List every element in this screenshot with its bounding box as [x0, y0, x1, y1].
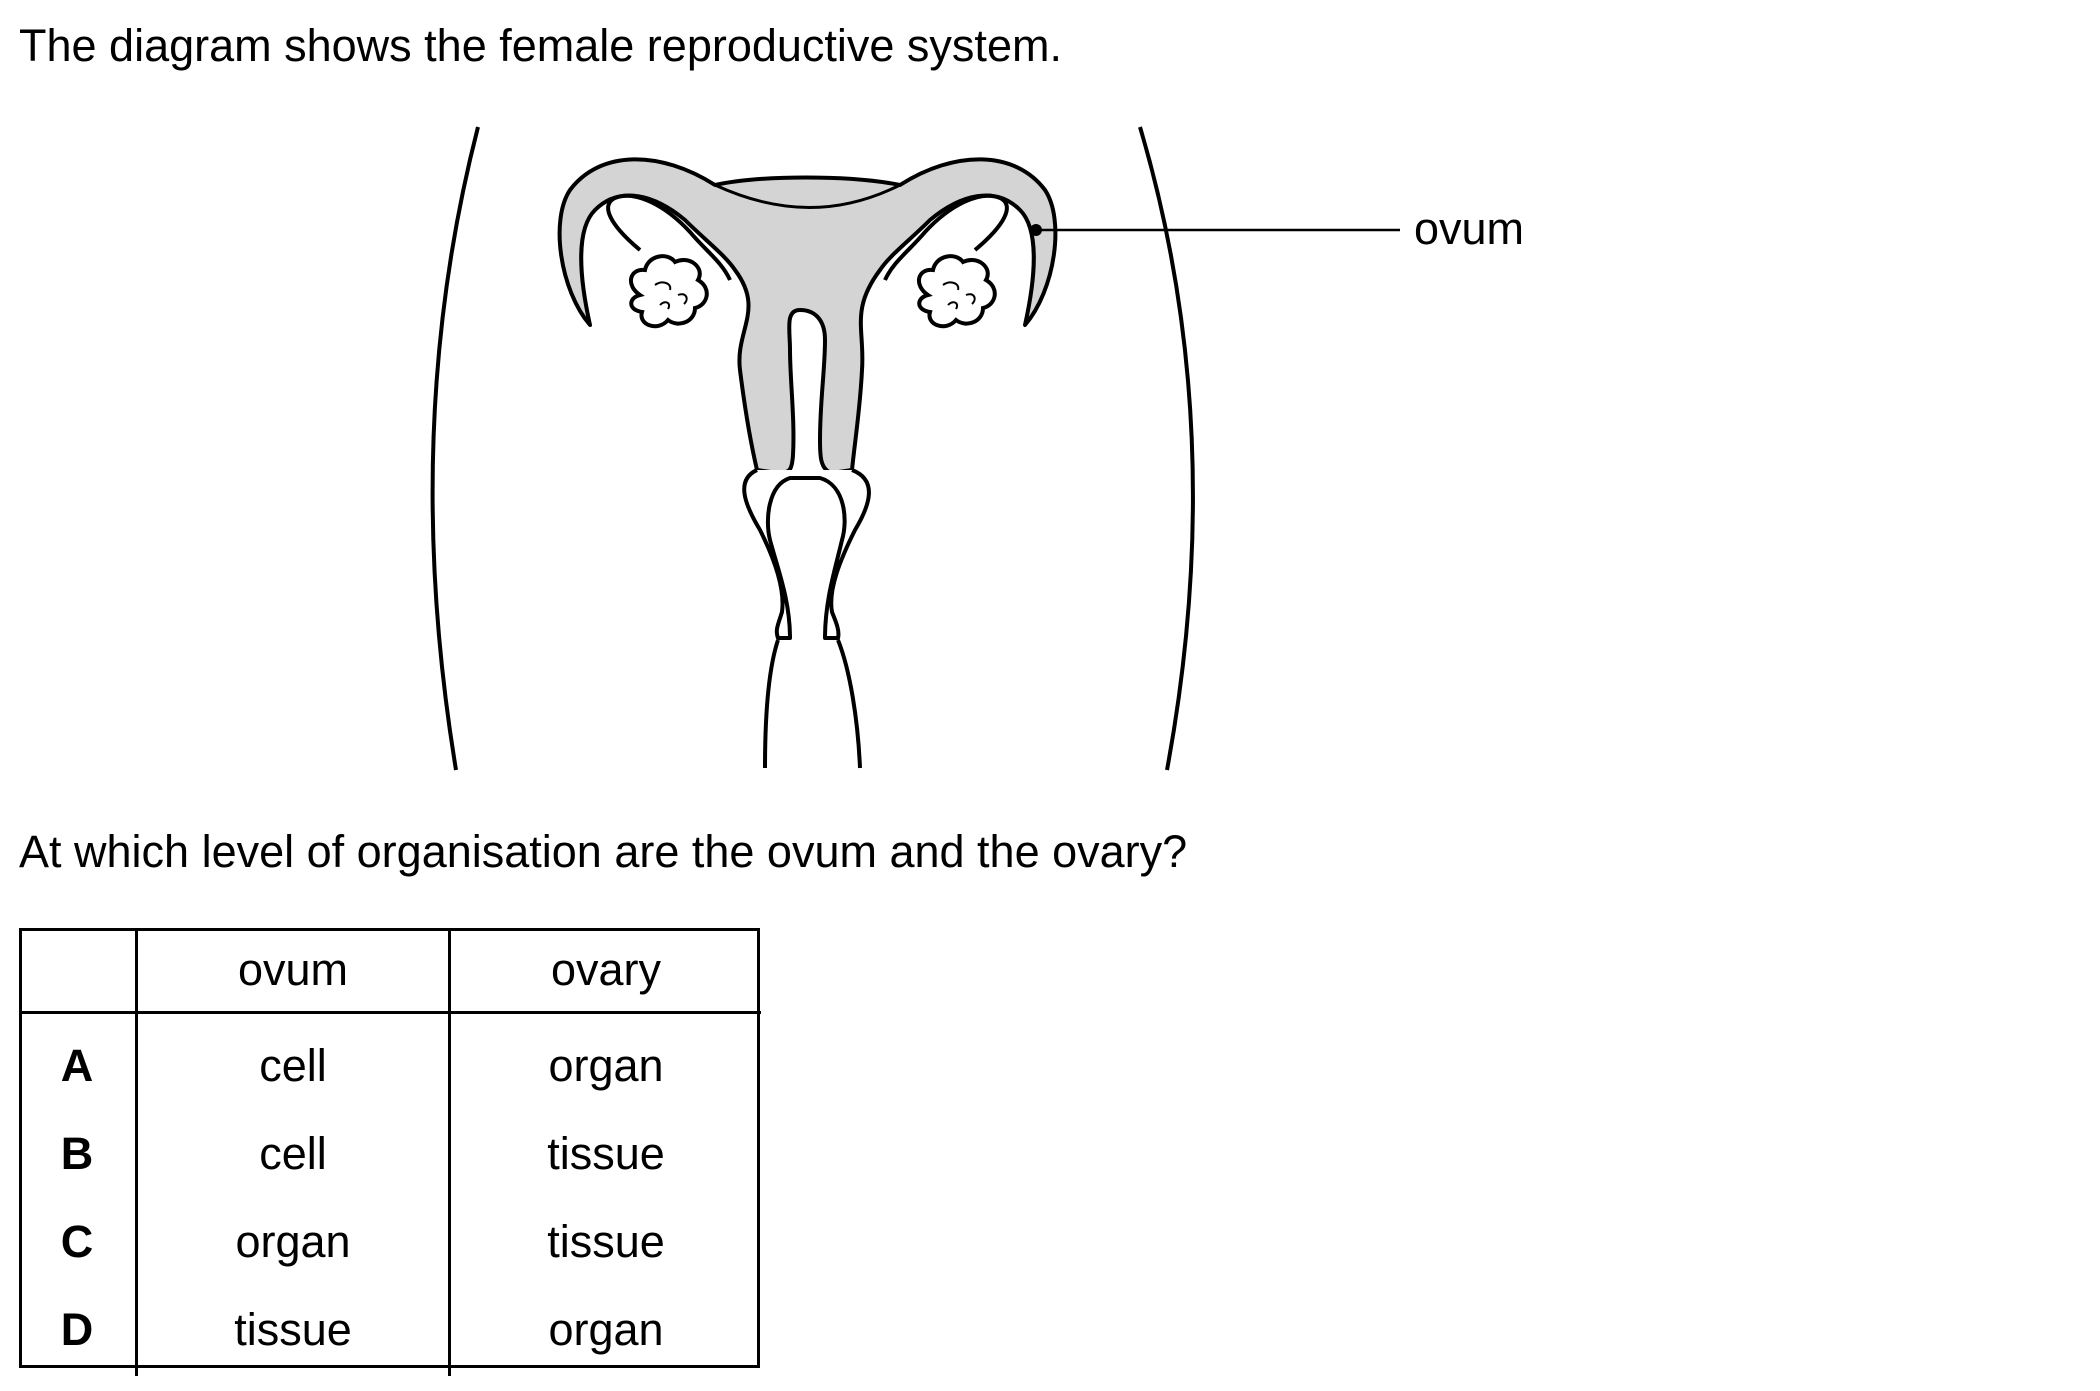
cervix [742, 468, 871, 640]
header-ovum: ovum [135, 928, 450, 1014]
right-ovary [917, 254, 997, 329]
option-letter: C [60, 1216, 94, 1267]
left-ovary [629, 254, 709, 329]
table-row[interactable]: A cell organ [19, 1012, 761, 1110]
table-row[interactable]: D tissue organ [19, 1286, 761, 1376]
vagina [763, 639, 780, 769]
table-header-row: ovum ovary [19, 928, 761, 1014]
ovum-cell: cell [135, 1110, 450, 1198]
ovary-cell: tissue [448, 1110, 761, 1198]
table-row[interactable]: B cell tissue [19, 1110, 761, 1198]
ovary-cell: organ [448, 1286, 761, 1376]
intro-text: The diagram shows the female reproductiv… [19, 20, 1062, 71]
uterus-top-inner [714, 183, 901, 209]
reproductive-system-diagram: ovum [430, 126, 1524, 771]
table-row[interactable]: C organ tissue [19, 1198, 761, 1286]
option-letter: B [60, 1128, 94, 1179]
answer-table: ovum ovary A cell organ B cell tissue C … [19, 928, 761, 1376]
question-text: At which level of organisation are the o… [19, 826, 1188, 877]
ovum-cell: tissue [135, 1286, 450, 1376]
header-blank [19, 928, 137, 1014]
ovary-cell: organ [448, 1012, 761, 1110]
right-tube-inner [883, 193, 1009, 281]
ovum-label: ovum [1414, 203, 1524, 254]
ovary-cell: tissue [448, 1198, 761, 1286]
option-letter: A [60, 1040, 94, 1091]
body-outline-left [430, 126, 480, 771]
ovum-cell: organ [135, 1198, 450, 1286]
left-tube-inner [606, 193, 732, 281]
vagina-right [836, 639, 862, 769]
ovum-cell: cell [135, 1012, 450, 1110]
body-outline-right [1138, 126, 1195, 771]
header-ovary: ovary [448, 928, 761, 1014]
option-letter: D [60, 1304, 94, 1355]
